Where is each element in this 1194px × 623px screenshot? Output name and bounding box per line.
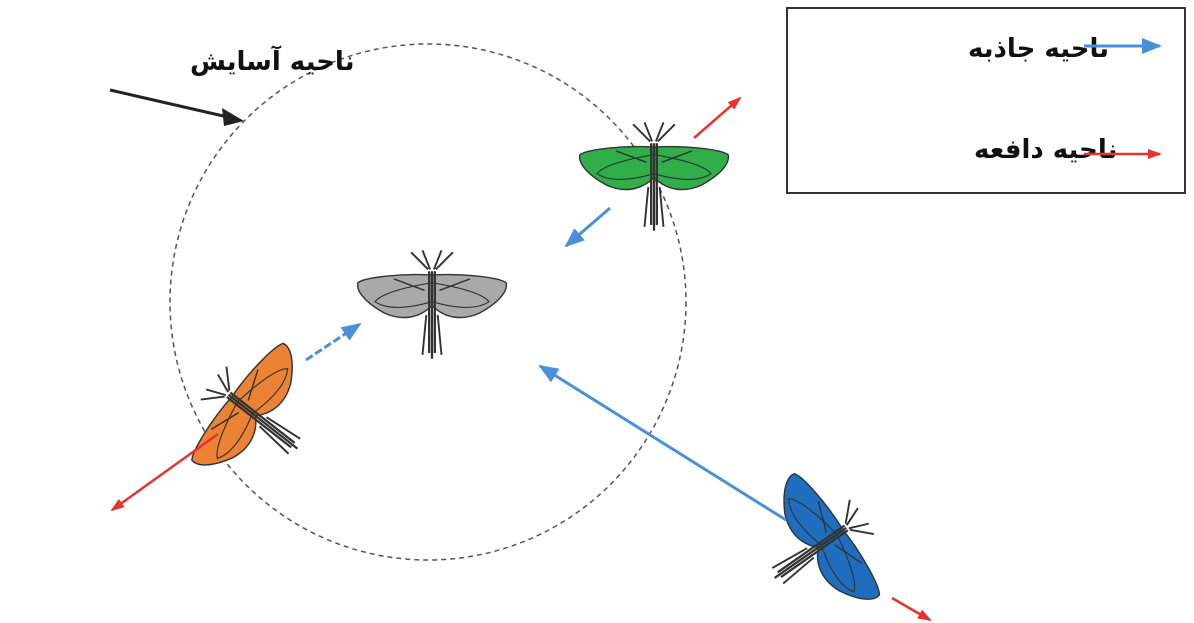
attraction-arrow-icon <box>306 324 360 360</box>
repulsion-arrow-icon <box>112 434 218 510</box>
repulsion-arrow-icon <box>694 98 740 138</box>
comfort-zone-pointer-arrow <box>110 90 232 118</box>
grasshopper-icon-center <box>358 250 507 358</box>
comfort-zone-label: ناحیه آسایش <box>190 45 354 77</box>
grasshopper-icon-blue <box>732 455 906 623</box>
grasshopper-icon-orange <box>166 323 343 507</box>
legend-attraction-label: ناحیه جاذبه <box>968 34 1109 64</box>
attraction-arrow-icon <box>540 366 786 520</box>
comfort-zone-pointer-arrowhead <box>222 108 244 126</box>
attraction-arrow-icon <box>566 208 610 246</box>
repulsion-arrow-icon <box>892 598 930 620</box>
legend-repulsion-label: ناحیه دافعه <box>974 135 1117 165</box>
